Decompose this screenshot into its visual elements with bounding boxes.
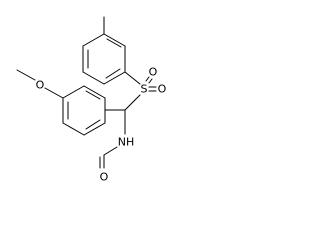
sulfonyl-oxygen-right-label: O xyxy=(158,83,167,96)
bond-sulfur-ch xyxy=(124,94,141,111)
methoxyphenyl-inner-bond-2 xyxy=(85,119,101,130)
bond-ring-o-methoxy xyxy=(44,87,64,99)
chemical-structure-diagram: S O O O NH xyxy=(16,16,167,184)
methoxyphenyl-bond-3 xyxy=(83,122,106,136)
tolyl-bond-6 xyxy=(82,33,105,47)
tolyl-bond-4 xyxy=(82,71,105,85)
sulfur-label: S xyxy=(141,83,148,96)
tolyl-ring xyxy=(82,33,126,85)
bond-s-o-top-b xyxy=(148,78,153,84)
methoxyphenyl-bond-4 xyxy=(62,122,85,136)
structure-canvas: S O O O NH xyxy=(16,16,167,184)
nh-label: NH xyxy=(118,136,135,149)
formyl-oxygen-label: O xyxy=(100,171,109,184)
bond-nh-cho xyxy=(103,146,118,156)
bond-s-o-top-a xyxy=(145,76,150,82)
bond-ring-sulfur xyxy=(124,71,141,85)
methoxyphenyl-inner-bond-1 xyxy=(85,90,101,100)
sulfonyl-oxygen-top-label: O xyxy=(149,66,158,79)
tolyl-bond-3 xyxy=(103,71,126,85)
tolyl-inner-bond-1 xyxy=(106,38,122,48)
methoxyphenyl-ring xyxy=(62,85,106,136)
methoxyphenyl-bond-6 xyxy=(62,85,85,99)
tolyl-bond-1 xyxy=(103,33,126,47)
tolyl-inner-bond-2 xyxy=(105,68,121,79)
bond-o-methyl xyxy=(16,69,36,81)
methoxyphenyl-bond-1 xyxy=(83,85,106,99)
methoxy-oxygen-label: O xyxy=(36,79,45,92)
